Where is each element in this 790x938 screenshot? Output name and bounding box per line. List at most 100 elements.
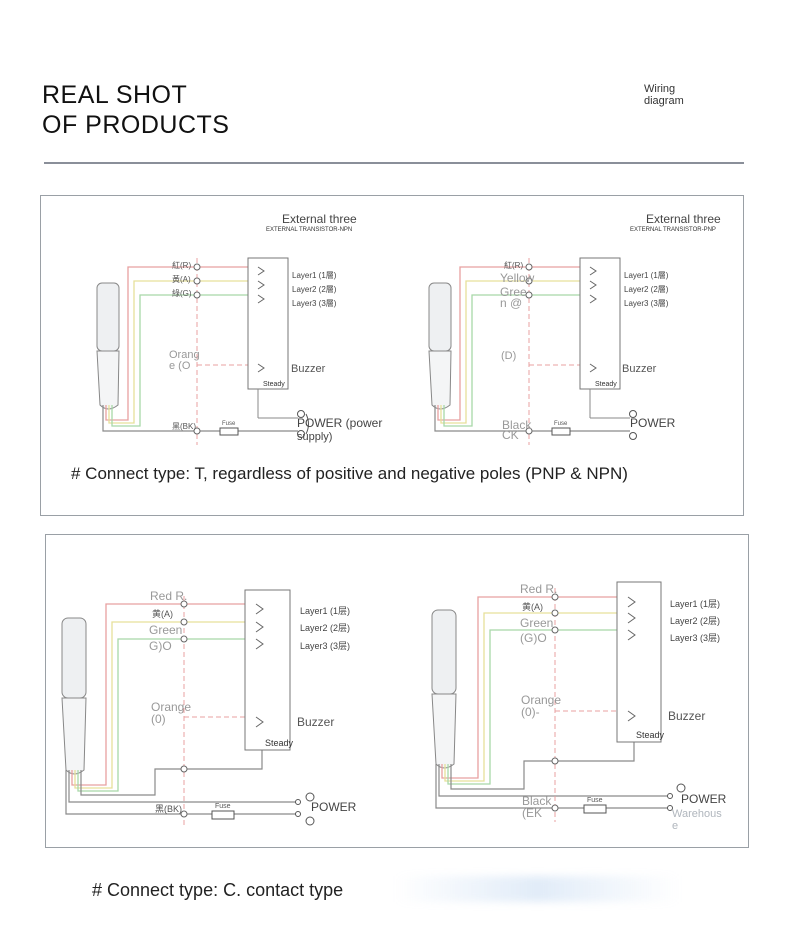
node (525, 277, 533, 285)
header-npn-label: EXTERNAL TRANSISTOR-NPN (266, 227, 352, 233)
wire-green (443, 294, 580, 427)
power-minus-icon (305, 816, 315, 826)
wiring-label-line-1: Wiring (644, 83, 676, 95)
node (551, 609, 559, 617)
orange-label: (D) (501, 350, 516, 362)
relay-box (616, 581, 662, 743)
wire-common (80, 750, 263, 796)
buzzer-label: Buzzer (622, 363, 657, 375)
node (180, 618, 188, 626)
wire-black (68, 770, 298, 803)
power-plus-icon (297, 410, 305, 418)
black-label-1: Black (522, 794, 552, 808)
power-label: POWER (681, 792, 727, 806)
tower-light-icon (96, 282, 120, 352)
power-label-1: POWER (power (297, 416, 382, 430)
title-line-2: OF PRODUCTS (42, 111, 230, 139)
black-label-1: Black (502, 418, 532, 432)
terminal-icon (667, 805, 673, 811)
wire-red (105, 266, 248, 421)
panel-c-connect (45, 534, 749, 848)
wire-red-label: 紅(R) (172, 260, 191, 270)
wire-green (447, 629, 617, 785)
orange-label-1: Orange (151, 700, 191, 714)
decorative-blur (395, 876, 680, 902)
layer1-label: Layer1 (1层) (670, 599, 720, 609)
fuse-icon (219, 427, 239, 436)
wire-common (450, 742, 635, 790)
steady-label: Steady (595, 381, 617, 388)
buzzer-label: Buzzer (297, 715, 334, 729)
terminal-icon (295, 811, 301, 817)
power-plus-icon (629, 410, 637, 418)
power-minus-icon (297, 430, 305, 438)
green-label-1: Green (149, 623, 182, 637)
wire-black (438, 764, 670, 797)
header-external-three: External three (646, 212, 721, 226)
tower-base-icon (96, 350, 120, 410)
relay-box (579, 257, 621, 390)
green-label-2: (G)O (520, 631, 547, 645)
power-minus-icon (629, 432, 637, 440)
layer3-label: Layer3 (3层) (300, 641, 350, 651)
wire-yellow (440, 280, 580, 424)
green-label-2: G)O (149, 639, 172, 653)
caption-t-type: # Connect type: T, regardless of positiv… (71, 464, 628, 483)
power-plus-icon (676, 783, 686, 793)
wire-yellow (444, 612, 617, 782)
node (551, 626, 559, 634)
relay-switch-icons (257, 266, 265, 373)
wire-yellow (108, 280, 248, 424)
power-label: POWER (630, 416, 676, 430)
black-label-2: CK (502, 428, 519, 442)
wiring-diagram-label: Wiring diagram (644, 83, 684, 107)
tower-light-icon (428, 282, 452, 352)
steady-label: Steady (636, 730, 665, 740)
red-label: Red R. (520, 582, 557, 596)
power-label: POWER (311, 800, 357, 814)
node (193, 291, 201, 299)
wire-red (71, 603, 245, 786)
node (193, 277, 201, 285)
diagram-t-pnp: External three EXTERNAL TRANSISTOR-PNP 紅… (428, 212, 721, 445)
layer3-label: Layer3 (3層) (624, 299, 669, 308)
layer1-label: Layer1 (1層) (292, 271, 337, 280)
wire-red (437, 266, 580, 421)
header-external-three: External three (282, 212, 357, 226)
power-bracket-icon (305, 413, 309, 435)
diagram-c-right: Red R. 黄(A) Green (G)O Orange (0)- Black… (431, 581, 727, 832)
fuse-label: Fuse (215, 803, 231, 810)
tower-base-icon (428, 350, 452, 410)
relay-switch-icons (255, 603, 264, 728)
layer2-label: Layer2 (2层) (300, 623, 350, 633)
red-label: Red R. (150, 589, 187, 603)
page-title: REAL SHOT OF PRODUCTS (42, 80, 229, 140)
layer2-label: Layer2 (2层) (670, 616, 720, 626)
node (193, 263, 201, 271)
black-label: 黑(BK) (172, 422, 196, 431)
wire-yellow-label: Yellow (500, 271, 535, 285)
wire-red-label: 紅(R) (504, 260, 523, 270)
layer1-label: Layer1 (1层) (300, 606, 350, 616)
relay-box (247, 257, 289, 390)
node (551, 593, 559, 601)
green-label-1: Green (520, 616, 553, 630)
steady-label: Steady (265, 738, 294, 748)
power-label-2: supply) (297, 431, 332, 443)
relay-switch-icons (627, 596, 636, 722)
wire-yellow-label: 黃(A) (172, 274, 191, 284)
fuse-icon (211, 810, 235, 820)
node (180, 765, 188, 773)
wire-green-label-1: Gree (500, 285, 527, 299)
fuse-label: Fuse (222, 421, 236, 427)
black-label: 黑(BK) (155, 804, 182, 814)
terminal-icon (667, 793, 673, 799)
diagram-c-left: Red R. 黄(A) Green G)O Orange (0) 黑(BK) F… (61, 589, 357, 828)
node (180, 635, 188, 643)
power-plus-icon (305, 792, 315, 802)
header-pnp-label: EXTERNAL TRANSISTOR-PNP (630, 227, 716, 233)
title-line-1: REAL SHOT (42, 81, 188, 109)
yellow-label: 黄(A) (152, 608, 173, 619)
layer3-label: Layer3 (3层) (670, 633, 720, 643)
